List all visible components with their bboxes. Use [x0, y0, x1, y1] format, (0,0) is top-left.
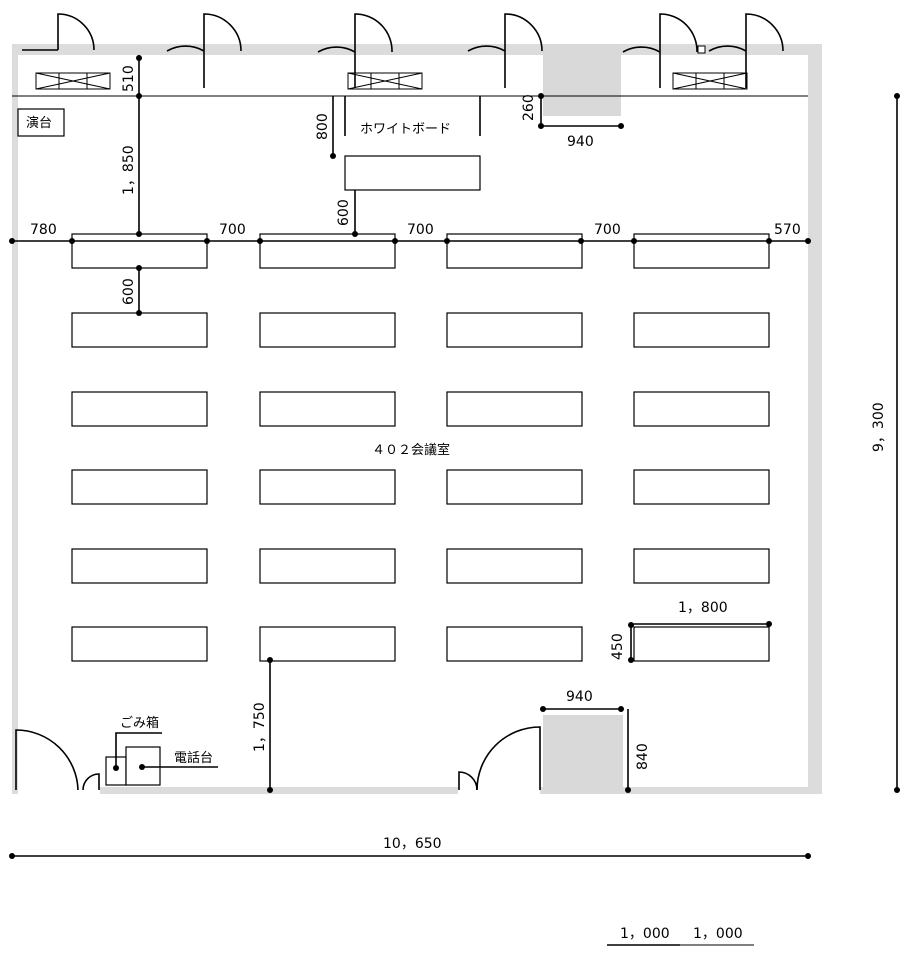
table-r2-c4: [633, 312, 770, 348]
table-r1-c2: [259, 233, 396, 269]
podium-label: 演台: [26, 115, 52, 131]
trash-dot: [113, 765, 119, 771]
table-r4-c2: [259, 469, 396, 505]
room-name: ４０２会議室: [372, 442, 450, 458]
table-r4-c3: [446, 469, 583, 505]
scale-label-2: 1，000: [693, 926, 743, 942]
table-r5-c3: [446, 548, 583, 584]
column-bottom: [543, 715, 623, 794]
table-r1-c4: [633, 233, 770, 269]
table-r6-c2: [259, 626, 396, 662]
phone-dot: [139, 764, 145, 770]
phone-stand-label: 電話台: [174, 750, 213, 766]
scale-label-1: 1，000: [620, 926, 670, 942]
dim-back-aisle: 1，750: [252, 702, 268, 752]
table-r3-c1: [71, 391, 208, 427]
table-r4-c1: [71, 469, 208, 505]
walls: [12, 44, 822, 794]
dimension-dots: [9, 55, 900, 859]
dim-column-depth-bottom: 840: [635, 743, 651, 770]
dim-gap-3: 700: [594, 222, 621, 238]
dim-total-height: 9，300: [871, 402, 887, 452]
table-r2-c2: [259, 312, 396, 348]
dim-whiteboard-depth: 800: [315, 113, 331, 140]
dim-table-length: 1，800: [678, 600, 728, 616]
front-table: [344, 155, 481, 191]
whiteboard: [344, 96, 481, 136]
dim-column-width-bottom: 940: [566, 689, 593, 705]
trash-label: ごみ箱: [120, 715, 159, 731]
dim-total-width: 10，650: [383, 836, 442, 852]
table-r1-c3: [446, 233, 583, 269]
top-doors: [22, 13, 784, 88]
dim-row-gap: 600: [121, 278, 137, 305]
dim-column-width-top: 940: [567, 134, 594, 150]
table-r6-c1: [71, 626, 208, 662]
dim-gap-1: 700: [219, 222, 246, 238]
table-r4-c4: [633, 469, 770, 505]
bottom-left-door: [15, 729, 100, 791]
table-r3-c2: [259, 391, 396, 427]
dim-right-margin: 570: [774, 222, 801, 238]
column-top: [543, 44, 621, 116]
dim-podium-to-table: 1，850: [121, 145, 137, 195]
table-r2-c3: [446, 312, 583, 348]
table-r1-c1: [71, 233, 208, 269]
dim-left-margin: 780: [30, 222, 57, 238]
table-r5-c2: [259, 548, 396, 584]
podium: [17, 108, 65, 137]
dim-column-depth: 260: [521, 94, 537, 121]
table-r6-c4: [633, 626, 770, 662]
dim-top-wall: 510: [121, 65, 137, 92]
furniture-leaders: [115, 732, 218, 768]
table-r2-c1: [71, 312, 208, 348]
table-r3-c3: [446, 391, 583, 427]
table-r6-c3: [446, 626, 583, 662]
table-r5-c4: [633, 548, 770, 584]
bottom-middle-door: [458, 726, 541, 791]
dim-gap-2: 700: [407, 222, 434, 238]
dim-table-depth: 450: [610, 633, 626, 660]
tables: [71, 233, 770, 662]
dim-whiteboard-to-table: 600: [336, 199, 352, 226]
table-r3-c4: [633, 391, 770, 427]
whiteboard-label: ホワイトボード: [360, 122, 451, 137]
ac-units: [35, 72, 748, 90]
dimension-lines: [12, 55, 898, 857]
table-r5-c1: [71, 548, 208, 584]
